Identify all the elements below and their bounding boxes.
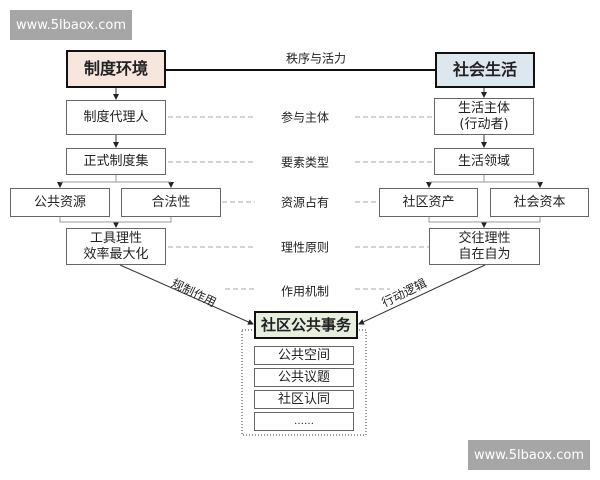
label-resource-possession: 资源占有 — [280, 195, 330, 210]
formal-institution-box: 正式制度集 — [66, 148, 166, 175]
life-domain-box: 生活领域 — [434, 148, 534, 175]
label-participants: 参与主体 — [280, 110, 330, 125]
item-public-space: 公共空间 — [254, 346, 354, 365]
institutional-environment-box: 制度环境 — [66, 50, 166, 88]
communicative-rationality: 交往理性 — [458, 230, 511, 246]
social-capital-box: 社会资本 — [490, 188, 589, 217]
label-rationality-principle: 理性原则 — [280, 240, 330, 255]
legitimacy-box: 合法性 — [121, 188, 221, 217]
institutional-agent-box: 制度代理人 — [66, 100, 166, 135]
actor: (行动者) — [459, 116, 509, 132]
community-assets-box: 社区资产 — [379, 188, 478, 217]
life-subject: 生活主体 — [457, 100, 510, 116]
social-life-box: 社会生活 — [435, 52, 535, 88]
instrumental-rationality: 工具理性 — [89, 230, 142, 246]
communicative-rationality-box: 交往理性自在自为 — [429, 228, 540, 265]
label-element-types: 要素类型 — [280, 155, 330, 170]
life-subject-box: 生活主体(行动者) — [434, 98, 534, 135]
top-link-label: 秩序与活力 — [285, 51, 347, 66]
instrumental-rationality-box: 工具理性效率最大化 — [66, 228, 166, 265]
community-public-affairs-box: 社区公共事务 — [254, 311, 358, 339]
efficiency-max: 效率最大化 — [83, 246, 149, 262]
label-mechanism: 作用机制 — [280, 284, 330, 299]
watermark-bottom: www.5lbaox.com — [468, 440, 590, 470]
item-public-issues: 公共议题 — [254, 368, 354, 387]
self-being: 自在自为 — [458, 246, 511, 262]
watermark-top: www.5lbaox.com — [10, 10, 132, 40]
item-community-identity: 社区认同 — [254, 390, 354, 409]
item-more: …… — [254, 412, 354, 431]
public-resources-box: 公共资源 — [10, 188, 110, 217]
